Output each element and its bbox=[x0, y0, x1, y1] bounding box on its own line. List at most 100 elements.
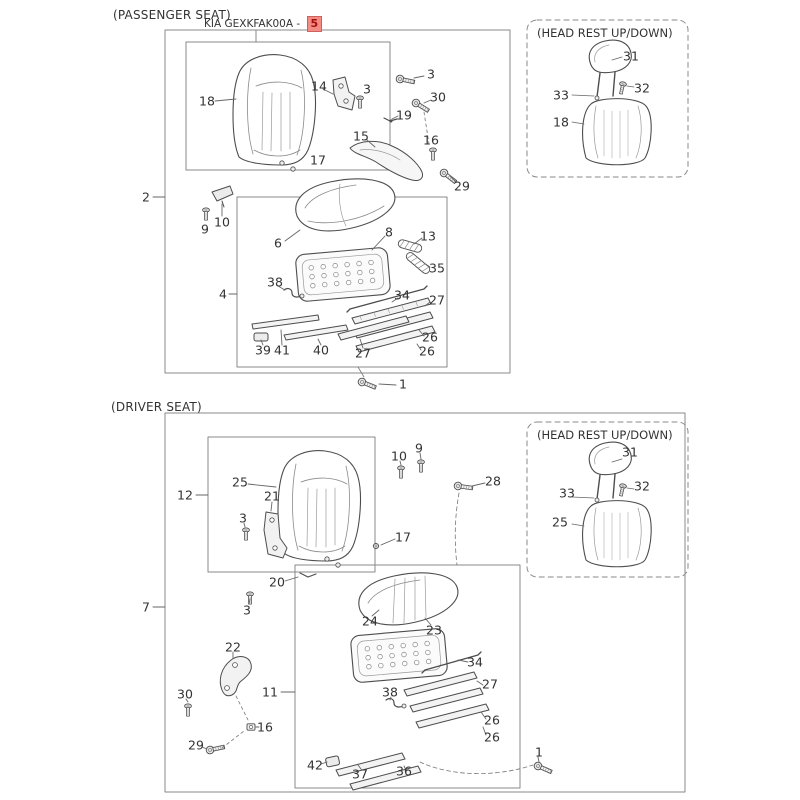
passenger-part-label-18: 18 bbox=[553, 114, 569, 130]
rod-34 bbox=[346, 285, 428, 313]
passenger-part-label-8: 8 bbox=[385, 224, 393, 240]
screw-9 bbox=[202, 207, 210, 221]
passenger-part-label-39: 39 bbox=[255, 342, 271, 358]
passenger-part-label-26: 26 bbox=[419, 343, 435, 359]
bolt-1 bbox=[356, 376, 378, 392]
screw-3 bbox=[356, 95, 364, 109]
driver-part-label-33: 33 bbox=[559, 485, 575, 501]
driver-part-label-1: 1 bbox=[535, 744, 543, 760]
spring-13 bbox=[397, 239, 423, 253]
rail-26 bbox=[409, 687, 484, 713]
passenger-part-label-30: 30 bbox=[430, 89, 446, 105]
passenger-part-label-40: 40 bbox=[313, 342, 329, 358]
driver-part-label-42: 42 bbox=[307, 757, 323, 773]
passenger-part-label-9: 9 bbox=[201, 221, 209, 237]
nut-16 bbox=[246, 723, 256, 731]
driver-assembly-art bbox=[152, 412, 689, 793]
passenger-part-label-2: 2 bbox=[142, 189, 150, 205]
driver-part-label-24: 24 bbox=[362, 613, 378, 629]
driver-part-label-27: 27 bbox=[482, 676, 498, 692]
driver-part-label-3: 3 bbox=[243, 602, 251, 618]
highlighted-part-ref[interactable]: 5 bbox=[306, 16, 323, 32]
driver-part-label-10: 10 bbox=[391, 448, 407, 464]
rod-34 bbox=[421, 651, 482, 674]
screw-30 bbox=[184, 703, 192, 717]
passenger-seatback-box bbox=[185, 41, 391, 171]
seat-frame-8 bbox=[295, 247, 391, 302]
passenger-part-label-34: 34 bbox=[394, 287, 410, 303]
passenger-part-label-29: 29 bbox=[454, 178, 470, 194]
passenger-part-label-27: 27 bbox=[355, 345, 371, 361]
rail-27b bbox=[337, 315, 410, 341]
driver-part-label-36: 36 bbox=[396, 763, 412, 779]
passenger-part-label-26: 26 bbox=[422, 329, 438, 345]
screw-10 bbox=[397, 465, 405, 479]
driver-seatback-illustration bbox=[277, 450, 362, 568]
passenger-part-label-16: 16 bbox=[423, 132, 439, 148]
driver-part-label-23: 23 bbox=[426, 622, 442, 638]
passenger-part-label-32: 32 bbox=[634, 80, 650, 96]
driver-part-label-3: 3 bbox=[239, 510, 247, 526]
recliner-cover-15 bbox=[349, 140, 423, 181]
passenger-part-label-3: 3 bbox=[427, 66, 435, 82]
passenger-part-label-13: 13 bbox=[420, 228, 436, 244]
passenger-part-label-17: 17 bbox=[310, 152, 326, 168]
passenger-part-label-4: 4 bbox=[219, 286, 227, 302]
bolt-28 bbox=[453, 481, 474, 493]
driver-part-label-12: 12 bbox=[177, 487, 193, 503]
passenger-part-label-18: 18 bbox=[199, 93, 215, 109]
passenger-part-label-1: 1 bbox=[399, 376, 407, 392]
passenger-part-label-35: 35 bbox=[429, 260, 445, 276]
driver-headrest-box bbox=[526, 421, 689, 578]
bolt-3 bbox=[395, 74, 416, 87]
driver-part-label-17: 17 bbox=[395, 529, 411, 545]
driver-part-label-30: 30 bbox=[177, 686, 193, 702]
rail-37 bbox=[335, 752, 406, 777]
rail-27 bbox=[403, 671, 478, 697]
bolt-16 bbox=[429, 147, 437, 161]
bolt-30 bbox=[410, 97, 431, 115]
driver-part-label-29: 29 bbox=[188, 737, 204, 753]
passenger-part-label-38: 38 bbox=[267, 274, 283, 290]
passenger-part-label-10: 10 bbox=[214, 214, 230, 230]
recline-knob-10 bbox=[211, 185, 234, 202]
driver-part-label-32: 32 bbox=[634, 478, 650, 494]
driver-section-label: (DRIVER SEAT) bbox=[111, 400, 202, 414]
driver-part-label-22: 22 bbox=[225, 639, 241, 655]
driver-part-label-31: 31 bbox=[622, 444, 638, 460]
driver-part-label-7: 7 bbox=[142, 599, 150, 615]
passenger-seatback-illustration bbox=[232, 54, 317, 172]
passenger-assembly-art bbox=[152, 19, 689, 392]
rail-26 bbox=[415, 703, 490, 729]
driver-part-label-26: 26 bbox=[484, 712, 500, 728]
diagram-title: KIA GEXKFAK00A - 5 bbox=[204, 16, 323, 32]
passenger-part-label-14: 14 bbox=[311, 78, 327, 94]
driver-part-label-34: 34 bbox=[467, 654, 483, 670]
passenger-outer-box bbox=[164, 29, 511, 374]
rail-36 bbox=[349, 765, 422, 791]
driver-part-label-20: 20 bbox=[269, 574, 285, 590]
spring-35 bbox=[405, 252, 431, 274]
screw-3 bbox=[242, 527, 250, 541]
recliner-bracket-21 bbox=[263, 511, 288, 559]
driver-part-label-38: 38 bbox=[382, 684, 398, 700]
driver-part-label-25: 25 bbox=[232, 474, 248, 490]
driver-part-label-9: 9 bbox=[415, 440, 423, 456]
driver-part-label-16: 16 bbox=[257, 719, 273, 735]
driver-part-label-28: 28 bbox=[485, 473, 501, 489]
passenger-leader-lines bbox=[152, 75, 457, 386]
passenger-section-label: (PASSENGER SEAT) bbox=[113, 8, 231, 22]
driver-outer-box bbox=[164, 412, 686, 793]
passenger-part-label-3: 3 bbox=[363, 81, 371, 97]
rail-26 bbox=[355, 325, 436, 353]
driver-leader-lines bbox=[152, 452, 540, 771]
driver-seatback-box bbox=[207, 436, 376, 573]
cushion-6 bbox=[295, 178, 396, 232]
rail-41 bbox=[251, 314, 320, 330]
side-bracket bbox=[332, 76, 356, 111]
hook-38 bbox=[283, 287, 302, 298]
driver-part-label-21: 21 bbox=[264, 488, 280, 504]
driver-part-label-25: 25 bbox=[552, 514, 568, 530]
